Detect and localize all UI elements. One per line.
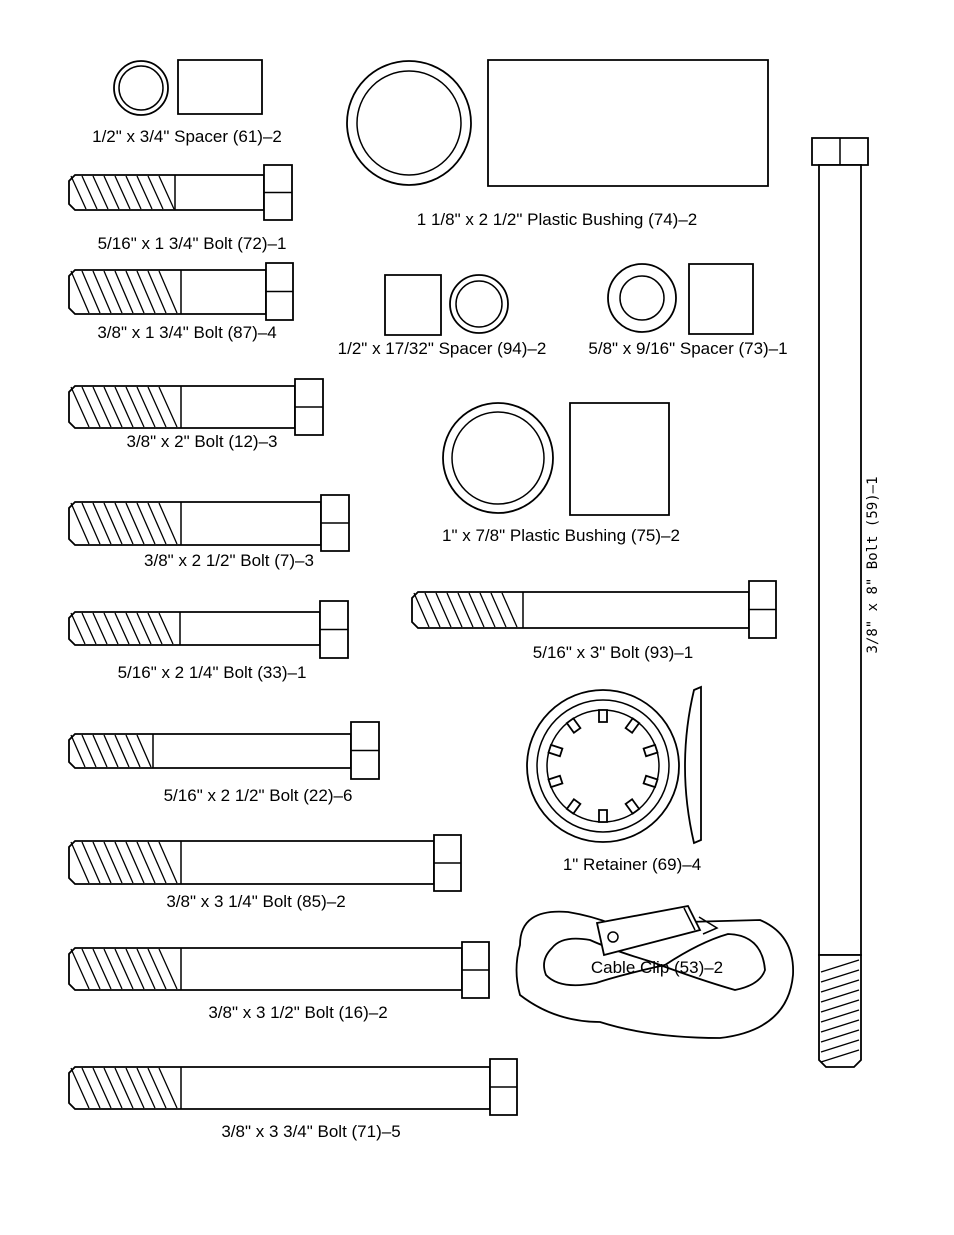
- label-spacer-73: 5/8" x 9/16" Spacer (73)–1: [588, 339, 788, 358]
- label-bushing-74: 1 1/8" x 2 1/2" Plastic Bushing (74)–2: [416, 210, 698, 229]
- label-cable-clip-53: Cable Clip (53)–2: [590, 958, 724, 977]
- label-bolt-72: 5/16" x 1 3/4" Bolt (72)–1: [97, 234, 287, 253]
- retainer-69-drawing: [527, 687, 701, 843]
- bolt-93-drawing: [412, 581, 776, 638]
- spacer-94-drawing: [385, 275, 508, 335]
- label-retainer-69: 1" Retainer (69)–4: [562, 855, 702, 874]
- label-bolt-71: 3/8" x 3 3/4" Bolt (71)–5: [221, 1122, 401, 1141]
- label-bolt-59: 3/8" x 8" Bolt (59)–1: [865, 476, 881, 654]
- label-spacer-94: 1/2" x 17/32" Spacer (94)–2: [337, 339, 547, 358]
- bolt-59-drawing: [812, 138, 868, 1067]
- label-bolt-7: 3/8" x 2 1/2" Bolt (7)–3: [144, 551, 314, 570]
- label-bolt-87: 3/8" x 1 3/4" Bolt (87)–4: [97, 323, 277, 342]
- bolt-7-drawing: [69, 495, 349, 551]
- bolt-12-drawing: [69, 379, 323, 435]
- label-spacer-61: 1/2" x 3/4" Spacer (61)–2: [92, 127, 282, 146]
- label-bolt-85: 3/8" x 3 1/4" Bolt (85)–2: [166, 892, 346, 911]
- label-bushing-75: 1" x 7/8" Plastic Bushing (75)–2: [442, 526, 680, 545]
- bolt-22-drawing: [69, 722, 379, 779]
- bolt-33-drawing: [69, 601, 348, 658]
- bolt-71-drawing: [69, 1059, 517, 1115]
- spacer-61-drawing: [114, 60, 262, 115]
- bolt-85-drawing: [69, 835, 461, 891]
- bolt-72-drawing: [69, 165, 292, 220]
- bolt-87-drawing: [69, 263, 293, 320]
- label-bolt-33: 5/16" x 2 1/4" Bolt (33)–1: [117, 663, 307, 682]
- label-bolt-22: 5/16" x 2 1/2" Bolt (22)–6: [163, 786, 353, 805]
- bolt-16-drawing: [69, 942, 489, 998]
- label-bolt-16: 3/8" x 3 1/2" Bolt (16)–2: [208, 1003, 388, 1022]
- bushing-75-drawing: [443, 403, 669, 515]
- bolts-group: [69, 165, 776, 1115]
- spacer-73-drawing: [608, 264, 753, 334]
- bushing-74-drawing: [347, 60, 768, 186]
- label-bolt-12: 3/8" x 2" Bolt (12)–3: [126, 432, 278, 451]
- cable-clip-53-drawing: [517, 906, 794, 1038]
- label-bolt-93: 5/16" x 3" Bolt (93)–1: [532, 643, 694, 662]
